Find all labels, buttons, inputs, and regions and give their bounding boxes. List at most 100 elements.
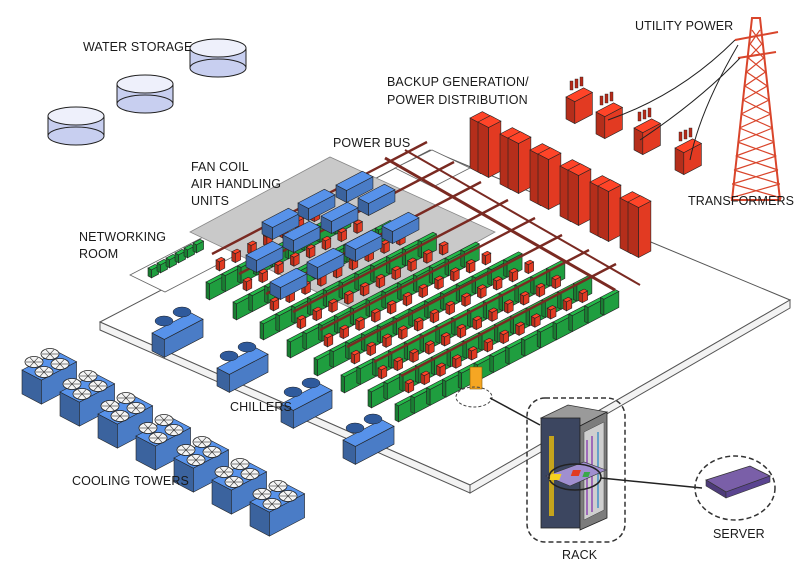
server-rack	[356, 358, 376, 386]
server-rack	[302, 323, 322, 351]
fan-icon	[50, 358, 70, 370]
generator	[627, 195, 652, 259]
power-line	[689, 44, 739, 161]
server-rack	[367, 381, 388, 409]
fan-coil-unit	[335, 170, 374, 204]
pdu-unit	[269, 296, 280, 312]
networking-label-2: ROOM	[79, 247, 119, 261]
pdu-unit	[381, 333, 393, 348]
chiller	[216, 341, 269, 393]
pdu-unit	[562, 296, 573, 312]
fan-icon	[154, 414, 174, 426]
pdu-unit	[408, 348, 420, 363]
pdu-unit	[499, 329, 510, 345]
fan-coil-label-2: AIR HANDLING	[191, 177, 282, 191]
fan-icon	[88, 380, 108, 392]
generator	[477, 115, 502, 179]
pdu-unit	[337, 227, 348, 243]
pdu-unit	[445, 300, 456, 316]
transformer	[633, 118, 662, 156]
transformer-bushing	[579, 76, 584, 87]
fan-icon	[278, 490, 298, 502]
pdu-unit	[424, 340, 435, 355]
pdu-unit	[433, 275, 445, 290]
fan-coil-label-1: FAN COIL	[191, 160, 249, 174]
fan-icon	[214, 466, 234, 478]
server-row	[394, 288, 620, 423]
fan-icon	[126, 402, 146, 414]
pdu-unit	[321, 235, 332, 251]
pdu-unit	[404, 378, 415, 394]
fan-icon	[164, 424, 184, 436]
cooling-tower	[249, 480, 306, 537]
pdu-unit	[231, 248, 242, 264]
server-rack	[259, 313, 280, 341]
fan-icon	[62, 378, 82, 390]
transformers	[565, 76, 703, 176]
water-storage-label: WATER STORAGE	[83, 40, 193, 54]
power-bus-line	[346, 233, 563, 349]
pdu-unit	[375, 273, 386, 289]
pdu-unit	[535, 282, 546, 298]
pdu-unit	[406, 257, 418, 272]
pdu-unit	[467, 346, 478, 361]
server-rack	[599, 289, 620, 316]
pdu-unit	[508, 267, 519, 283]
power-bus-trunk	[404, 149, 641, 286]
pdu-unit	[258, 268, 269, 284]
pdu-unit	[551, 274, 562, 290]
transformer	[674, 138, 703, 176]
transformer-bushing	[609, 91, 614, 102]
pdu-unit	[492, 276, 503, 291]
fan-icon	[116, 392, 136, 404]
power-bus-line	[292, 198, 509, 314]
pdu-unit	[402, 291, 413, 307]
generator	[537, 147, 562, 211]
transformer-bushing	[647, 107, 652, 118]
pdu-unit	[481, 250, 492, 266]
fan-icon	[40, 348, 60, 360]
pdu-unit	[305, 244, 316, 259]
pdu-unit	[327, 298, 339, 313]
rack-illustration	[539, 404, 609, 531]
transformer-bushing	[569, 80, 574, 91]
fan-coil-label-3: UNITS	[191, 194, 229, 208]
server-rack	[520, 330, 541, 357]
fan-coil-unit	[306, 247, 345, 281]
networking-label-1: NETWORKING	[79, 230, 167, 244]
utility-power-label: UTILITY POWER	[635, 19, 734, 33]
pdu-unit	[350, 349, 361, 365]
cooling-tower	[59, 370, 116, 427]
network-rack	[192, 238, 205, 254]
server-rack	[425, 379, 446, 406]
pdu-unit	[386, 300, 397, 315]
transformer	[595, 102, 624, 140]
fan-icon	[192, 436, 212, 448]
transformer-bushing	[642, 109, 647, 120]
server-rack	[205, 273, 226, 301]
fan-coil-unit	[381, 211, 420, 245]
server-rack	[568, 305, 588, 333]
server-rack	[329, 341, 349, 369]
fan-icon	[202, 446, 222, 458]
cooling-tower	[21, 348, 78, 405]
chiller	[342, 413, 395, 465]
networking-room-racks	[147, 238, 205, 279]
pdu-unit	[296, 314, 307, 330]
pdu-unit	[215, 256, 226, 272]
chillers-label: CHILLERS	[230, 400, 292, 414]
pdu-unit	[359, 282, 370, 297]
generator	[597, 179, 622, 243]
pdu-unit	[483, 337, 494, 353]
pdu-unit	[503, 299, 514, 314]
pdu-unit	[456, 323, 467, 339]
backup-generation-label-1: BACKUP GENERATION/	[387, 75, 529, 89]
pdu-unit	[438, 241, 449, 256]
server-rack	[583, 297, 604, 324]
server-rack	[394, 395, 415, 423]
pdu-unit	[487, 307, 499, 322]
pdu-unit	[352, 219, 364, 234]
pdu-unit	[393, 356, 404, 372]
fan-icon	[268, 480, 288, 492]
